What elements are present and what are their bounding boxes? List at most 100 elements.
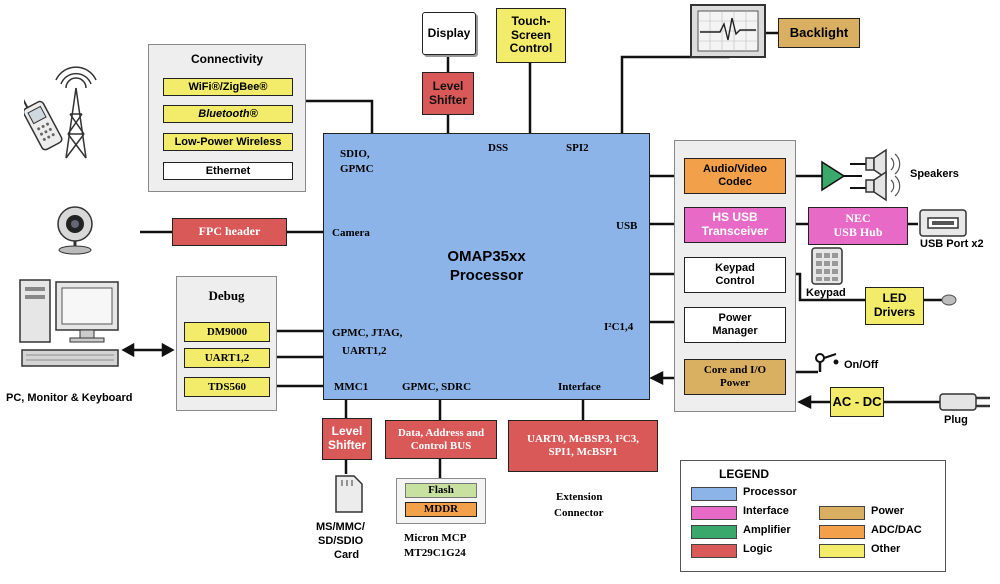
level-shifter-bottom-line1: Level: [331, 424, 363, 439]
uart12-item: UART1,2: [184, 348, 270, 368]
touch-line1: Touch-: [511, 13, 551, 28]
legend-swatch-processor: [691, 487, 737, 501]
level-shifter-top-line2: Shifter: [428, 92, 467, 107]
usb-port-label: USB Port x2: [920, 238, 984, 250]
level-shifter-bottom-line2: Shifter: [327, 438, 366, 452]
level-shifter-bottom: Level Shifter: [322, 418, 372, 460]
legend-label-processor: Processor: [743, 486, 797, 498]
legend-swatch-amplifier: [691, 525, 737, 539]
legend-swatch-interface: [691, 506, 737, 520]
port-camera: Camera: [332, 227, 370, 239]
processor-title-line1: OMAP35xx: [447, 248, 526, 265]
connectivity-title: Connectivity: [190, 52, 263, 66]
level-shifter-top: Level Shifter: [422, 72, 474, 115]
nec-line2: USB Hub: [833, 225, 883, 239]
tds560-item: TDS560: [184, 377, 270, 397]
led-line1: LED: [882, 291, 907, 306]
low-power-wireless-item: Low-Power Wireless: [163, 133, 293, 151]
speakers-icon: [865, 148, 901, 202]
nec-usb-hub: NEC USB Hub: [808, 207, 908, 245]
extension-line1: Extension: [556, 491, 603, 503]
hs-usb-line2: Transceiver: [701, 224, 769, 238]
display-label: Display: [427, 25, 471, 40]
port-uart12: UART1,2: [342, 345, 387, 357]
legend-title: LEGEND: [719, 467, 770, 481]
led-drivers-box: LED Drivers: [865, 287, 924, 325]
debug-panel: Debug DM9000 UART1,2 TDS560: [176, 276, 277, 411]
pc-monitor-keyboard-icon: [19, 279, 119, 367]
power-manager-box: Power Manager: [684, 307, 786, 343]
level-shifter-top-line1: Level: [432, 78, 464, 93]
bluetooth-item: Bluetooth®: [163, 105, 293, 123]
on-off-label: On/Off: [844, 359, 879, 371]
card-line1: MS/MMC/: [316, 521, 365, 533]
legend-label-logic: Logic: [743, 543, 773, 555]
webcam-icon: [57, 206, 93, 255]
core-io-line1: Core and I/O: [703, 364, 767, 377]
port-interface: Interface: [558, 381, 601, 393]
ac-dc-label: AC - DC: [832, 393, 882, 409]
bus-line1: Data, Address and: [397, 426, 485, 439]
micron-line1: Micron MCP: [404, 532, 467, 544]
legend-swatch-power: [819, 506, 865, 520]
port-mmc1: MMC1: [334, 381, 369, 393]
on-off-switch-icon: [815, 353, 839, 372]
flash-box: Flash: [405, 483, 477, 498]
fpc-header-box: FPC header: [172, 218, 287, 246]
legend-swatch-other: [819, 544, 865, 558]
phone-tower-icon: [24, 66, 97, 159]
pc-label: PC, Monitor & Keyboard: [6, 392, 133, 404]
uart-mcbsp-box: UART0, McBSP3, I²C3, SPI1, McBSP1: [508, 420, 658, 472]
dm9000-item: DM9000: [184, 322, 270, 342]
lcd-monitor-icon: [690, 4, 766, 58]
bus-line2: Control BUS: [410, 439, 472, 452]
touch-line3: Control: [509, 41, 553, 56]
legend-label-interface: Interface: [743, 505, 789, 517]
touch-line2: Screen: [510, 27, 552, 42]
backlight-box: Backlight: [778, 18, 860, 48]
legend-swatch-adc-dac: [819, 525, 865, 539]
power-mgr-line1: Power: [718, 312, 752, 325]
usb-port-icon: [919, 209, 967, 237]
touch-screen-control: Touch- Screen Control: [496, 8, 566, 63]
micron-mcp-panel: Flash MDDR: [396, 478, 486, 524]
port-gpmc-sdrc: GPMC, SDRC: [402, 381, 472, 393]
port-sdio: SDIO,: [340, 148, 370, 160]
hs-usb-transceiver: HS USB Transceiver: [684, 207, 786, 243]
nec-line1: NEC: [845, 211, 871, 226]
uart-line1: UART0, McBSP3, I²C3,: [527, 433, 639, 446]
omap-processor: SDIO, GPMC DSS SPI2 Camera USB OMAP35xx …: [323, 133, 650, 400]
card-line2: SD/SDIO: [318, 535, 364, 547]
ethernet-item: Ethernet: [163, 162, 293, 180]
led-line2: Drivers: [873, 305, 916, 319]
extension-line2: Connector: [554, 507, 604, 519]
sd-card-icon: [335, 475, 363, 513]
uart-line2: SPI1, McBSP1: [548, 446, 618, 458]
ac-dc-box: AC - DC: [830, 387, 884, 417]
power-mgr-line2: Manager: [712, 325, 758, 337]
legend-label-amplifier: Amplifier: [743, 524, 791, 536]
fpc-header-label: FPC header: [198, 224, 261, 239]
backlight-label: Backlight: [789, 24, 849, 40]
core-io-power-box: Core and I/O Power: [684, 359, 786, 395]
keypad-control-box: Keypad Control: [684, 257, 786, 293]
speakers-label: Speakers: [910, 168, 959, 180]
legend-swatch-logic: [691, 544, 737, 558]
legend-label-power: Power: [871, 505, 905, 517]
wifi-zigbee-item: WiFi®/ZigBee®: [163, 78, 293, 96]
port-gpmc-jtag: GPMC, JTAG,: [332, 327, 403, 339]
micron-line2: MT29C1G24: [404, 547, 466, 559]
port-gpmc: GPMC: [340, 163, 374, 175]
connectivity-panel: Connectivity WiFi®/ZigBee® Bluetooth® Lo…: [148, 44, 306, 192]
plug-icon: [939, 393, 990, 411]
processor-title-line2: Processor: [449, 267, 524, 284]
av-codec-line2: Codec: [718, 176, 752, 188]
data-address-control-bus: Data, Address and Control BUS: [385, 420, 497, 459]
right-peripheral-panel: Audio/Video Codec HS USB Transceiver Key…: [674, 140, 796, 412]
led-icon: [941, 294, 957, 306]
port-i2c14: I²C1,4: [604, 321, 634, 333]
port-dss: DSS: [488, 142, 509, 154]
hs-usb-line1: HS USB: [712, 210, 758, 225]
av-codec-box: Audio/Video Codec: [684, 158, 786, 194]
